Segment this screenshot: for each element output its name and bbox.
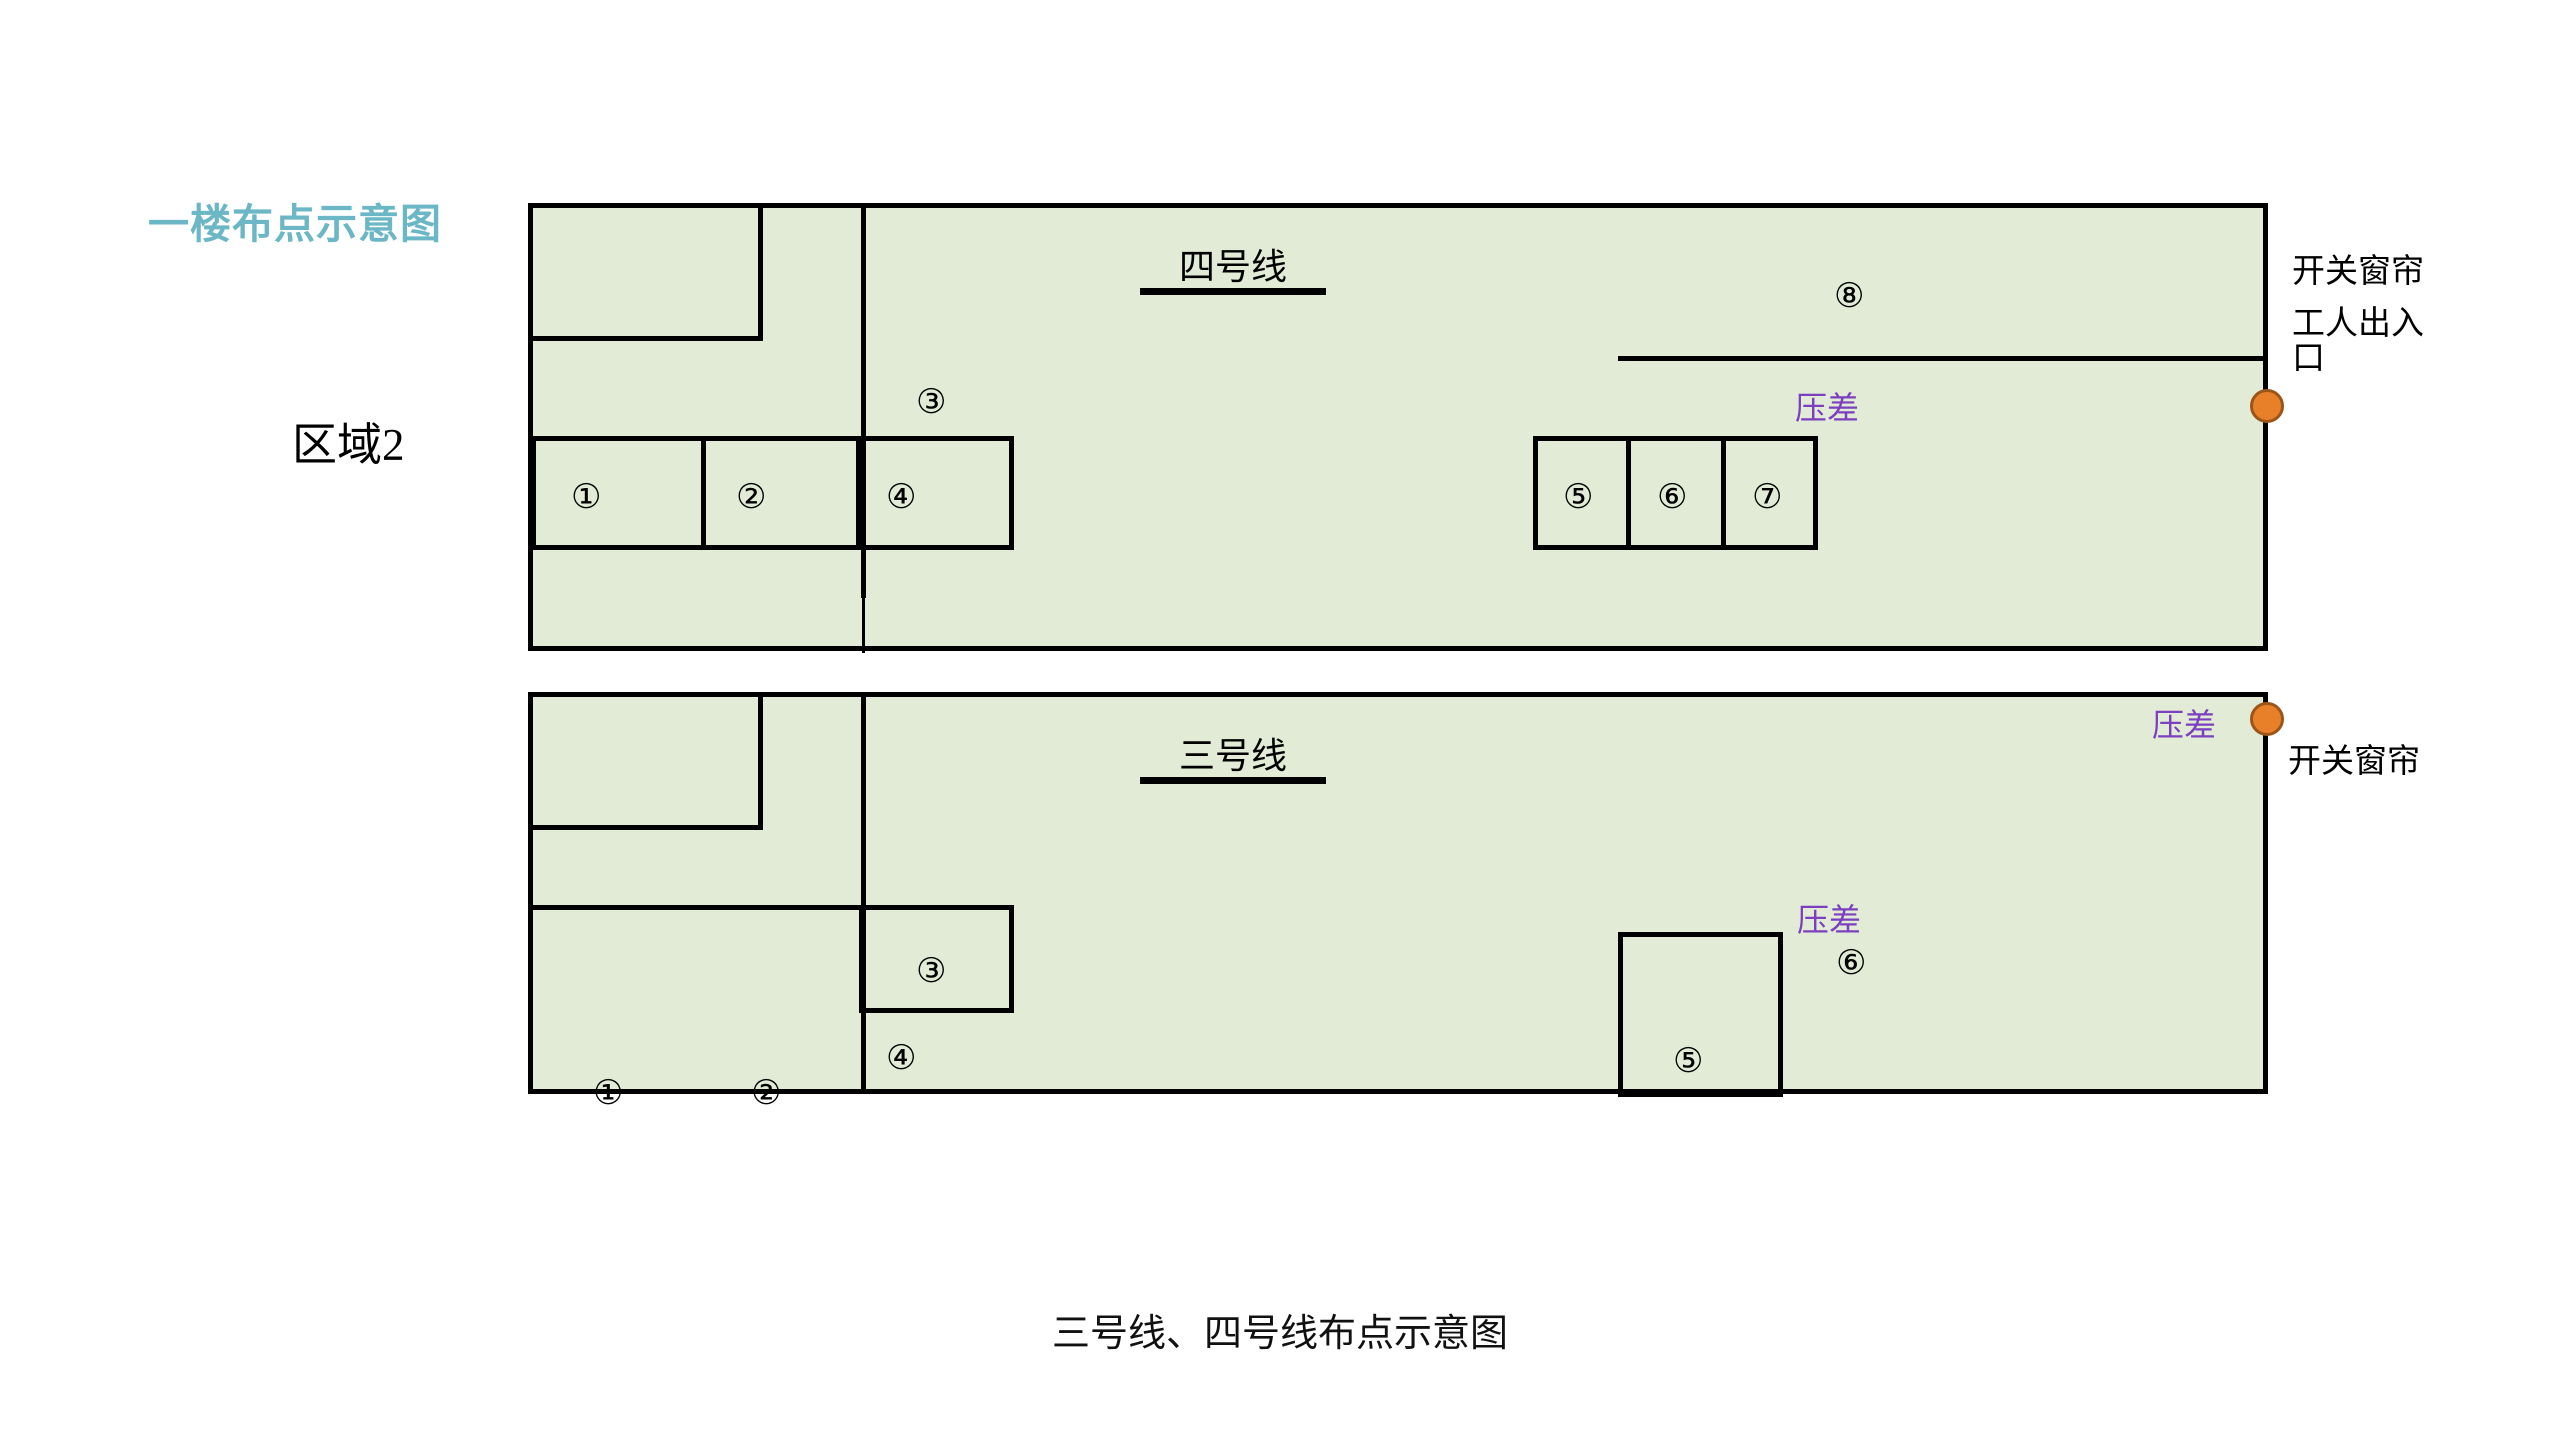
wall-room3-vertical-lower <box>758 697 763 827</box>
point-marker-1-lower: ① <box>593 1075 624 1112</box>
point-marker-5-lower: ⑤ <box>1673 1043 1704 1080</box>
wall-room3-horizontal <box>533 336 763 341</box>
point-marker-2-lower: ② <box>751 1075 782 1112</box>
point-marker-6-lower: ⑥ <box>1836 945 1867 982</box>
wall-between-5-and-6 <box>1626 438 1631 548</box>
side-label-curtain-lower: 开关窗帘 <box>2288 744 2420 780</box>
point-marker-4-lower: ④ <box>886 1040 917 1077</box>
room-box-1-2 <box>531 436 861 550</box>
point-marker-7-upper: ⑦ <box>1752 479 1783 516</box>
line-label-3-underline <box>1140 777 1326 784</box>
point-marker-1-upper: ① <box>571 479 602 516</box>
line-label-3: 三号线 <box>1178 736 1287 776</box>
line-label-4: 四号线 <box>1178 247 1287 287</box>
point-marker-3-upper: ③ <box>916 384 947 421</box>
room-box-5-lower <box>1618 932 1783 1097</box>
pressure-label-upper: 压差 <box>1795 390 1860 426</box>
pressure-label-lower: 压差 <box>1797 902 1862 938</box>
wall-vertical-main-upper <box>861 208 866 598</box>
room-box-4-lower <box>859 905 1014 1013</box>
side-label-worker-entrance-cont-upper: 口 <box>2292 341 2325 377</box>
room-box-5-6-7 <box>1533 436 1818 550</box>
point-marker-3-lower: ③ <box>916 953 947 990</box>
side-label-curtain-upper: 开关窗帘 <box>2292 254 2424 290</box>
pressure-sensor-dot-upper[interactable] <box>2250 389 2284 423</box>
wall-room3-horizontal-lower <box>533 825 763 830</box>
point-marker-6-upper: ⑥ <box>1657 479 1688 516</box>
area-label: 区域2 <box>292 420 405 470</box>
point-marker-5-upper: ⑤ <box>1563 479 1594 516</box>
wall-band-lower <box>533 905 863 910</box>
wall-between-1-and-2 <box>701 438 706 548</box>
side-label-worker-entrance-upper: 工人出入 <box>2292 306 2424 342</box>
floor-plan-line-4: 四号线 ③ ① ② ④ ⑤ ⑥ ⑦ ⑧ 压差 <box>528 203 2268 653</box>
line-label-4-underline <box>1140 288 1326 295</box>
floor-plan-line-3: 三号线 ③ ① ② ④ ⑤ ⑥ 压差 <box>528 692 2268 1111</box>
wall-stub-entrance <box>1618 356 2268 361</box>
wall-room3-vertical <box>758 208 763 338</box>
pressure-label-lower-top: 压差 <box>2152 707 2217 743</box>
wall-vertical-main-lower-plan <box>861 697 866 1094</box>
point-marker-8-upper: ⑧ <box>1834 278 1865 315</box>
figure-caption: 三号线、四号线布点示意图 <box>1051 1313 1508 1355</box>
wall-vertical-main-lower-upper <box>862 598 865 653</box>
page-title: 一楼布点示意图 <box>148 201 442 247</box>
room-box-4-upper <box>859 436 1014 550</box>
point-marker-4-upper: ④ <box>886 479 917 516</box>
pressure-sensor-dot-lower[interactable] <box>2250 702 2284 736</box>
wall-between-6-and-7 <box>1721 438 1726 548</box>
point-marker-2-upper: ② <box>736 479 767 516</box>
